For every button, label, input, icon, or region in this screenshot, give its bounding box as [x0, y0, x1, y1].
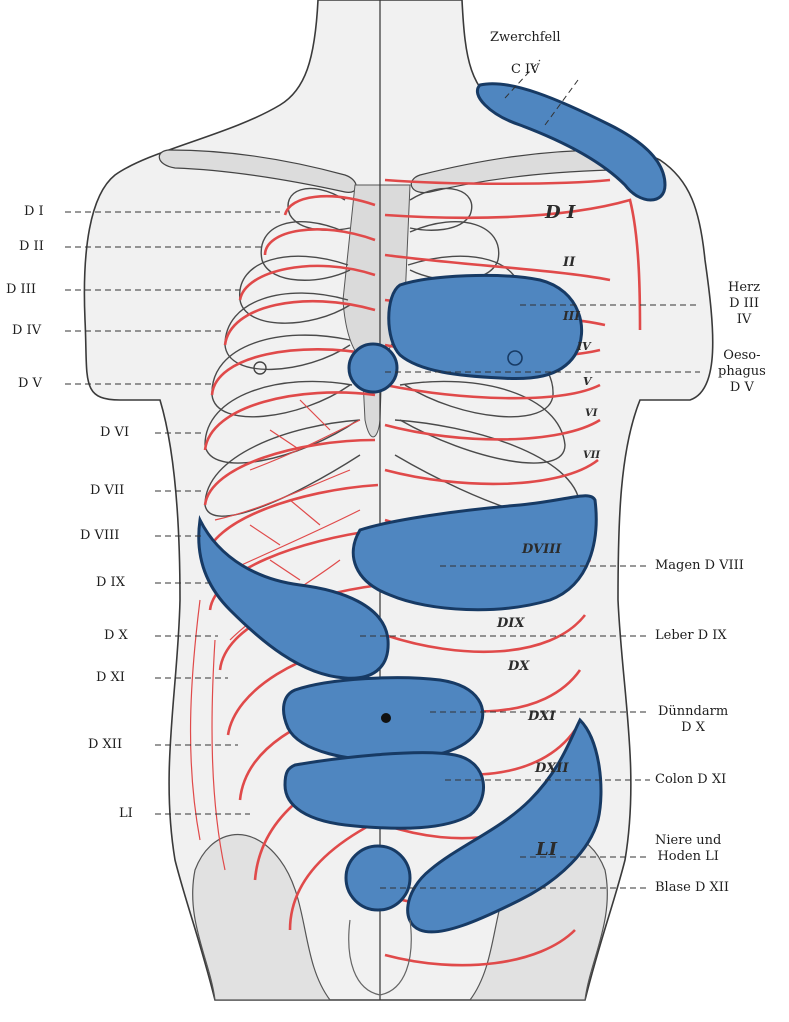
label-d-viii: D VIII — [80, 528, 119, 544]
segment-mark: DXI — [527, 709, 556, 724]
segment-mark: VII — [583, 450, 600, 461]
label-magen: Magen D VIII — [655, 558, 744, 574]
segment-mark: D I — [544, 202, 576, 223]
herz-organ — [389, 275, 582, 378]
label-d-i: D I — [24, 204, 44, 220]
label-d-xi: D XI — [96, 670, 125, 686]
label-d-iii: D III — [6, 282, 36, 298]
label-blase: Blase D XII — [655, 880, 729, 896]
segment-mark: VI — [585, 408, 598, 419]
oesophagus-organ — [349, 344, 397, 392]
label-d-iv: D IV — [12, 323, 41, 339]
label-herz: Herz D III IV — [728, 280, 760, 328]
label-d-ix: D IX — [96, 575, 125, 591]
label-d-x: D X — [104, 628, 128, 644]
segment-mark: V — [583, 375, 593, 388]
segment-mark: DXII — [534, 761, 569, 776]
segment-mark: DVIII — [521, 542, 562, 557]
segment-mark: DIX — [496, 616, 525, 631]
label-d-vi: D VI — [100, 425, 129, 441]
label-niere: Niere und Hoden LI — [655, 833, 721, 865]
label-d-xii: D XII — [88, 737, 122, 753]
label-d-ii: D II — [19, 239, 44, 255]
label-colon: Colon D XI — [655, 772, 726, 788]
segment-mark: III — [562, 309, 580, 323]
label-zwerchfell: Zwerchfell C IV — [490, 22, 561, 86]
segment-mark: II — [562, 255, 576, 270]
label-duenndarm: Dünndarm D X — [658, 704, 728, 736]
segment-mark: DX — [507, 659, 530, 674]
blase-organ — [346, 846, 410, 910]
label-oesophagus: Oeso- phagus D V — [718, 348, 766, 396]
label-d-vii: D VII — [90, 483, 124, 499]
segment-mark: IV — [576, 340, 592, 353]
label-leber: Leber D IX — [655, 628, 727, 644]
label-li: LI — [119, 806, 133, 822]
navel-mark — [381, 713, 391, 723]
colon-organ — [285, 753, 484, 829]
label-d-v: D V — [18, 376, 42, 392]
segment-mark: LI — [535, 839, 558, 860]
